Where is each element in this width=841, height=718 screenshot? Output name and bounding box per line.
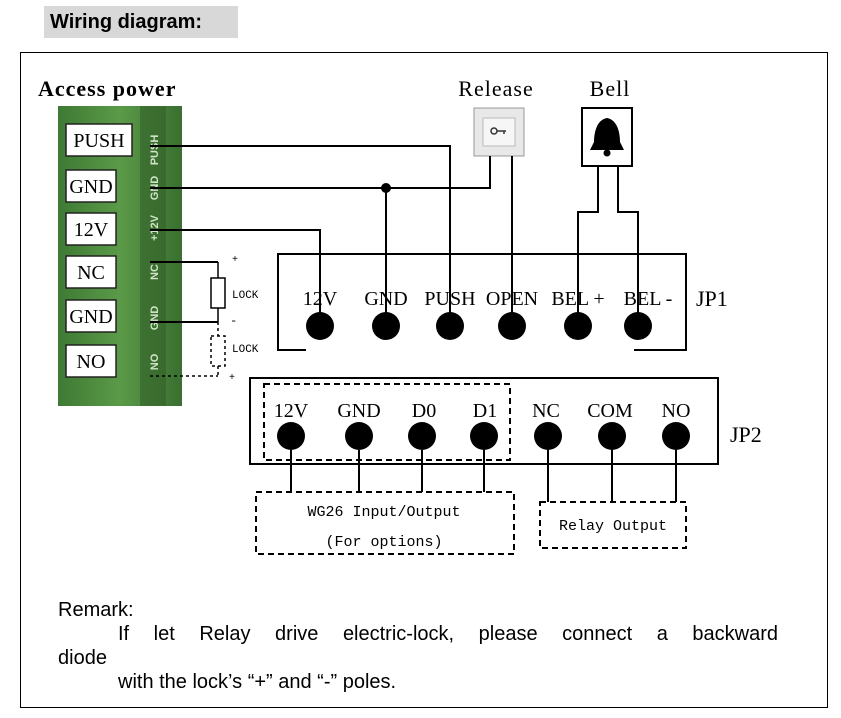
remark-line-3: with the lock’s “+” and “-” poles.: [118, 671, 397, 693]
jp2-pin-label-d1: D1: [473, 400, 497, 422]
board-label-nc: NC: [149, 264, 161, 280]
bell-icon: [581, 107, 633, 167]
jp2-pin-label-d0: D0: [412, 400, 436, 422]
remark-line-2: diode: [58, 647, 107, 669]
jp1-label: JP1: [696, 286, 728, 311]
relay-output-box: [539, 501, 687, 549]
wires: [150, 145, 639, 323]
wg26-title: WG26 Input/Output: [307, 504, 460, 521]
terminal-box-gnd2: [65, 299, 117, 333]
lock-plus-2: +: [229, 373, 235, 384]
gnd-junction: [381, 183, 391, 193]
jp1-pin-label-open: OPEN: [486, 288, 538, 310]
lock-label-2: LOCK: [232, 344, 259, 356]
lock-label: LOCK: [232, 290, 259, 302]
jp1-pin-bel-plus: [564, 312, 592, 340]
board-label-gnd2: GND: [149, 306, 161, 331]
jp1-pin-open: [498, 312, 526, 340]
wg26-subtitle: (For options): [325, 534, 442, 551]
board-label-no: NO: [149, 353, 161, 370]
jp1-pin-12v: [306, 312, 334, 340]
jp2-pin-label-nc: NC: [532, 400, 560, 422]
remark-title: Remark:: [58, 599, 134, 621]
terminal-box-gnd: [65, 169, 117, 203]
jp2-pin-com: [598, 422, 626, 450]
section-heading: Wiring diagram:: [44, 6, 238, 38]
jp2-pin-label-com: COM: [587, 400, 633, 422]
jp2-pin-d1: [470, 422, 498, 450]
jp1-pin-label-bel-minus: BEL -: [624, 288, 673, 310]
jp1-pin-label-push: PUSH: [424, 288, 475, 310]
terminal-label-gnd2: GND: [69, 306, 112, 328]
jp2-label: JP2: [730, 422, 762, 447]
board-label-push: PUSH: [149, 135, 161, 166]
terminal-label-no: NO: [77, 351, 106, 373]
jp2-pin-gnd: [345, 422, 373, 450]
jp2-pin-label-12v: 12V: [274, 400, 309, 422]
jp2-wires: [290, 450, 677, 502]
lock-minus: -: [230, 314, 237, 328]
bell-label: Bell: [590, 76, 631, 101]
jp1-pin-bel-minus: [624, 312, 652, 340]
terminal-box-push: [65, 123, 133, 157]
terminal-box-nc: [65, 255, 117, 289]
board-label-12v: +12V: [149, 214, 161, 241]
jp1-box: [277, 253, 687, 351]
jp1-pin-label-12v: 12V: [303, 288, 338, 310]
jp1-pin-label-gnd: GND: [364, 288, 407, 310]
jp2-pin-12v: [277, 422, 305, 450]
jp2-pin-d0: [408, 422, 436, 450]
terminal-label-push: PUSH: [73, 130, 124, 152]
lock-resistor-dashed: [210, 322, 226, 378]
lock-plus: +: [232, 255, 238, 266]
terminal-box-12v: [65, 212, 117, 246]
jp2-pin-no: [662, 422, 690, 450]
wiegand-group-box: [263, 383, 511, 461]
board-strip: [140, 106, 166, 406]
release-button-icon: [473, 107, 525, 157]
jp1-pin-gnd: [372, 312, 400, 340]
jp2-pin-label-gnd: GND: [337, 400, 380, 422]
jp1-pin-push: [436, 312, 464, 340]
release-label: Release: [458, 76, 533, 101]
remark-note: Remark: If let Relay drive electric-lock…: [58, 598, 778, 694]
terminal-label-12v: 12V: [74, 219, 109, 241]
lock-resistor: [210, 262, 226, 322]
terminal-box-no: [65, 344, 117, 378]
terminal-label-gnd: GND: [69, 176, 112, 198]
diagram-frame: [20, 52, 828, 708]
remark-line-1: If let Relay drive electric-lock, please…: [118, 623, 778, 645]
terminal-label-nc: NC: [77, 262, 105, 284]
access-power-title: Access power: [38, 76, 176, 101]
jp2-pin-label-no: NO: [662, 400, 691, 422]
jp1-pin-label-bel-plus: BEL +: [551, 288, 604, 310]
jp2-pin-nc: [534, 422, 562, 450]
relay-output-label: Relay Output: [559, 518, 667, 535]
